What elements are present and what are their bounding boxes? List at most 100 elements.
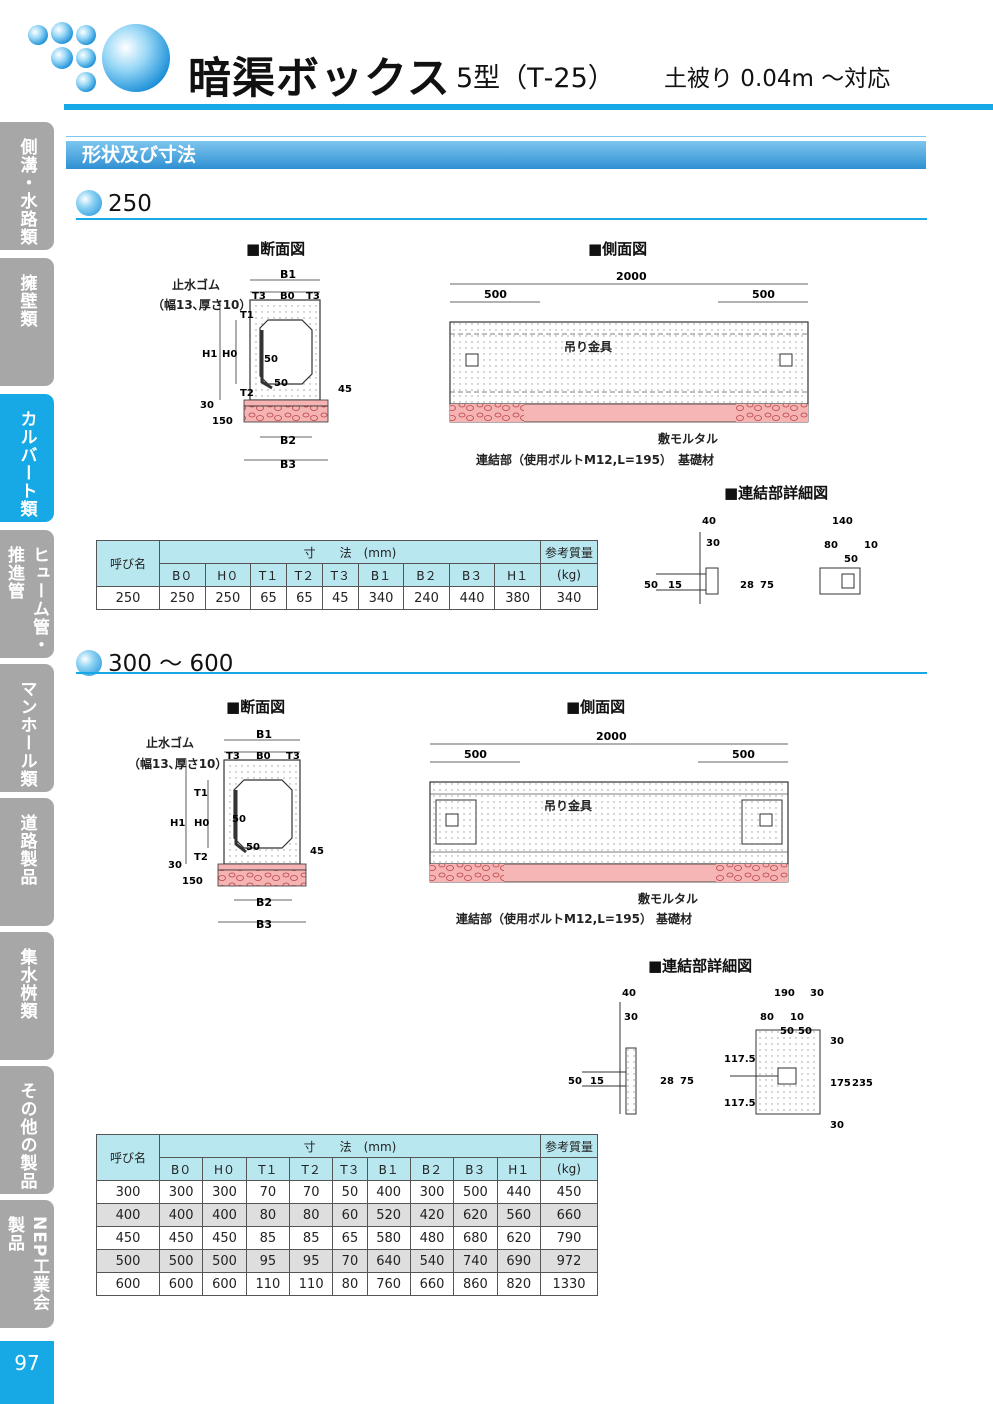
side-view-caption: ■側面図 xyxy=(566,698,626,716)
sidebar-item-label: 道路製品 xyxy=(16,814,37,886)
cross-section-drawing-300: B1 T3 B0 T3 T1 H1 H0 T2 50 50 30 150 45 … xyxy=(168,728,324,931)
block-250-heading: 250 xyxy=(76,190,152,217)
col-header: T３ xyxy=(332,1157,368,1181)
table-cell: 500 xyxy=(96,1249,160,1273)
joint-detail-caption: ■連結部詳細図 xyxy=(724,484,829,502)
dim-15: 15 xyxy=(668,580,682,591)
table-cell: 300 xyxy=(158,1180,204,1204)
page-number: 97 xyxy=(0,1341,54,1404)
dim-length: 2000 xyxy=(616,270,647,283)
side-view-drawing-300: 2000 500 500 xyxy=(429,730,789,883)
sidebar-item-catch-basins[interactable]: 集水桝類 xyxy=(0,932,54,1060)
table-cell: 540 xyxy=(409,1249,455,1273)
table-cell: 740 xyxy=(453,1249,498,1273)
table-cell: 60 xyxy=(332,1203,368,1227)
joint-bolt-label: 連結部（使用ボルトM12,L=195） xyxy=(456,912,652,926)
table-cell: 760 xyxy=(366,1272,411,1296)
table-cell: 450 xyxy=(158,1226,204,1250)
dim-t3-left: T3 xyxy=(226,751,240,762)
table-cell: 85 xyxy=(289,1226,334,1250)
sidebar-item-culverts[interactable]: カルバート類 xyxy=(0,394,54,522)
sidebar-item-label: NEP工業会製品 xyxy=(4,1216,49,1312)
dim-b3: B3 xyxy=(280,458,296,471)
dim-h1: H1 xyxy=(202,349,217,360)
sidebar-item-road-products[interactable]: 道路製品 xyxy=(0,798,54,926)
dim-t2: T2 xyxy=(194,852,208,863)
joint-detail-caption: ■連結部詳細図 xyxy=(648,957,753,975)
bullet-ball-icon xyxy=(76,190,102,216)
dim-190: 190 xyxy=(774,988,795,999)
dim-b2: B2 xyxy=(280,434,296,447)
cover-depth-label: 土被り 0.04m ～対応 xyxy=(664,66,891,92)
dim-30-top: 30 xyxy=(810,988,824,999)
header-rule xyxy=(64,104,993,110)
sidebar-item-nep-products[interactable]: NEP工業会製品 xyxy=(0,1200,54,1328)
sidebar-item-label: その他の製品 xyxy=(16,1082,37,1190)
dim-end-left: 500 xyxy=(464,748,487,761)
sidebar-item-label: カルバート類 xyxy=(16,410,37,518)
dim-10: 10 xyxy=(864,540,878,551)
mass-unit-header: (kg) xyxy=(540,563,598,587)
dim-50-horizontal: 50 xyxy=(264,354,278,365)
dim-80: 80 xyxy=(760,1012,774,1023)
dim-40: 40 xyxy=(702,516,716,527)
dim-t1: T1 xyxy=(194,788,208,799)
dim-b0: B0 xyxy=(256,751,271,762)
sidebar-item-other-products[interactable]: その他の製品 xyxy=(0,1066,54,1194)
table-cell: 110 xyxy=(289,1272,334,1296)
table-cell: 690 xyxy=(496,1249,542,1273)
table-cell: 520 xyxy=(366,1203,411,1227)
table-cell: 65 xyxy=(250,586,287,610)
table-cell: 440 xyxy=(448,586,496,610)
dim-28: 28 xyxy=(660,1076,674,1087)
sidebar-item-retaining-walls[interactable]: 擁壁類 xyxy=(0,258,54,386)
side-view-drawing-250: 2000 500 500 xyxy=(449,270,809,423)
lifting-hook-label: 吊り金具 xyxy=(564,340,613,354)
table-cell: 620 xyxy=(496,1226,542,1250)
table-cell: 70 xyxy=(289,1180,334,1204)
dim-15: 15 xyxy=(590,1076,604,1087)
dim-30-right-bottom: 30 xyxy=(830,1120,844,1131)
sidebar-item-gutters[interactable]: 側溝・水路類 xyxy=(0,122,54,250)
col-header: H０ xyxy=(204,563,252,587)
table-cell: 660 xyxy=(540,1203,598,1227)
sidebar-item-hume-pipes[interactable]: ヒューム管・推進管 xyxy=(0,530,54,658)
table-cell: 65 xyxy=(285,586,323,610)
dim-h0: H0 xyxy=(194,818,209,829)
col-header: B３ xyxy=(453,1157,498,1181)
page-subtitle: 5型（T‐25） xyxy=(456,63,615,94)
dim-end-right: 500 xyxy=(752,288,775,301)
block-300-600-rule xyxy=(76,672,927,674)
dim-group-header: 寸 法 (mm) xyxy=(159,540,541,564)
dim-235: 235 xyxy=(852,1078,873,1089)
dim-75: 75 xyxy=(680,1076,694,1087)
table-cell: 480 xyxy=(409,1226,455,1250)
table-cell: 500 xyxy=(453,1180,498,1204)
dim-80: 80 xyxy=(824,540,838,551)
sidebar-item-label: 集水桝類 xyxy=(16,948,37,1020)
lifting-hook-label: 吊り金具 xyxy=(544,799,593,813)
table-cell: 1330 xyxy=(540,1272,598,1296)
sidebar-item-manholes[interactable]: マンホール類 xyxy=(0,664,54,792)
sidebar-item-label: 擁壁類 xyxy=(16,274,37,328)
dim-t3-left: T3 xyxy=(252,291,266,302)
table-cell: 250 xyxy=(204,586,252,610)
table-cell: 640 xyxy=(366,1249,411,1273)
table-row: 250 250 250 65 65 45 340 240 440 380 340 xyxy=(96,586,598,610)
dim-b2: B2 xyxy=(256,896,272,909)
dim-28: 28 xyxy=(740,580,754,591)
dim-end-left: 500 xyxy=(484,288,507,301)
dim-b1: B1 xyxy=(256,728,272,741)
table-cell: 972 xyxy=(540,1249,598,1273)
header-bubbles-icon xyxy=(28,22,170,92)
foundation-label: 基礎材 xyxy=(656,912,693,926)
mass-header: 参考質量 xyxy=(540,540,598,564)
table-cell: 450 xyxy=(202,1226,247,1250)
col-header: B２ xyxy=(409,1157,455,1181)
table-cell: 600 xyxy=(158,1272,204,1296)
table-cell: 300 xyxy=(96,1180,160,1204)
col-header: H０ xyxy=(202,1157,247,1181)
block-heading-label: 250 xyxy=(108,191,152,217)
